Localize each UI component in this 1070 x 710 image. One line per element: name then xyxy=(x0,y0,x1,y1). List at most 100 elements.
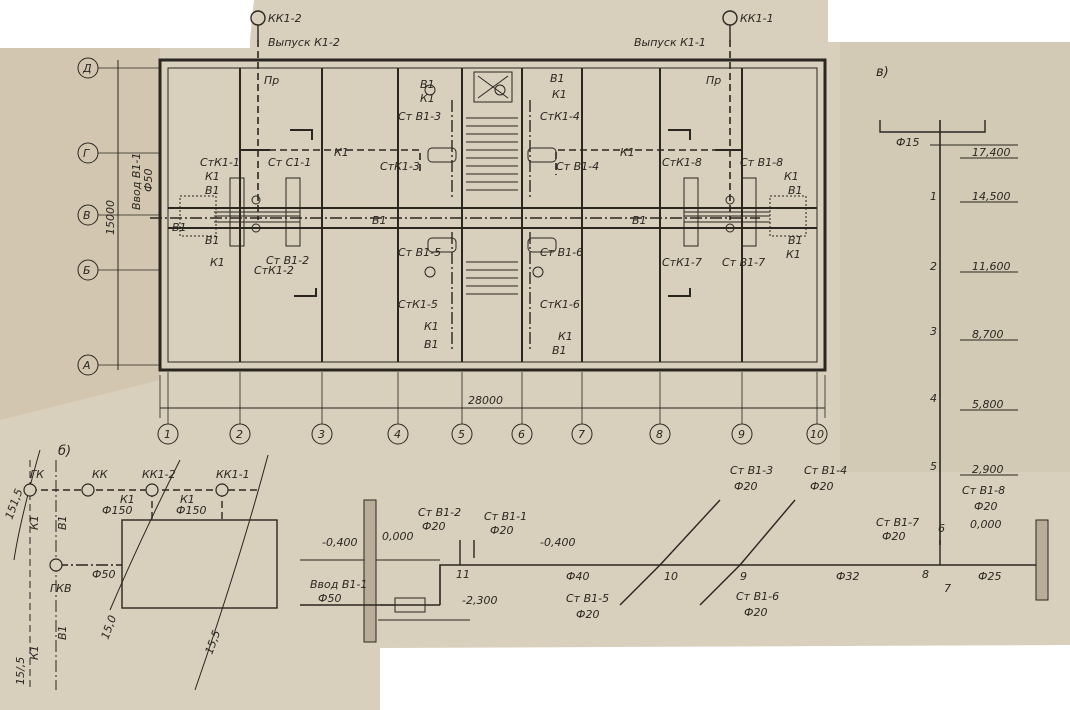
site-well-gkv xyxy=(49,558,63,572)
riser-stb1-2: Ст В1-2 xyxy=(266,254,309,267)
site-kk-label: КК xyxy=(92,468,109,481)
riser-floor-4: 4 xyxy=(930,392,937,405)
paper-shade xyxy=(0,48,160,420)
grid-bubble-col-2 xyxy=(229,423,251,445)
axon-stb1-6-dia: Ф20 xyxy=(744,606,767,619)
axonometry-labels: -0,400 0,000 -0,400 -2,300 Ввод В1-1 Ф50… xyxy=(310,464,1005,621)
grid-label-col-3: 3 xyxy=(318,428,325,441)
axon-stb1-5-dia: Ф20 xyxy=(576,608,599,621)
plan-tag-b1-b: В1 xyxy=(550,72,565,85)
well-kk1-2-label: КК1-2 xyxy=(268,12,302,25)
axon-node-6: 6 xyxy=(938,522,945,535)
riser-stk1-3: СтК1-3 xyxy=(380,160,420,173)
axon-elev-minus-0400-b: -0,400 xyxy=(540,536,575,549)
grid-bubble-col-3 xyxy=(311,423,333,445)
site-well-kk1-2 xyxy=(145,483,159,497)
plan-tag-k1-f: К1 xyxy=(786,248,801,261)
riser-stb1-3: Ст В1-3 xyxy=(398,110,441,123)
grid-bubble-col-1 xyxy=(157,423,179,445)
riser-labels: в) Ф15 17,400 14,500 11,600 8,700 5,800 … xyxy=(876,65,1011,476)
outer-wall-inner xyxy=(167,67,818,363)
water-axonometry xyxy=(300,499,1049,643)
riser-elev-8700: 8,700 xyxy=(972,328,1004,341)
grid-label-row-B: Б xyxy=(83,264,91,277)
riser-floor-2: 2 xyxy=(930,260,937,273)
plan-tag-k1-g: К1 xyxy=(424,320,439,333)
plan-tag-k1-a: К1 xyxy=(420,92,435,105)
axon-stb1-3-dia: Ф20 xyxy=(734,480,757,493)
riser-stb1-8: Ст В1-8 xyxy=(740,156,783,169)
plan-tag-k1-d: К1 xyxy=(210,256,225,269)
plan-tag-b1-a: В1 xyxy=(420,78,435,91)
plan-tag-b1-f: В1 xyxy=(788,234,803,247)
axon-node-7: 7 xyxy=(944,582,951,595)
axon-stb1-8: Ст В1-8 xyxy=(962,484,1005,497)
well-kk1-1-label: КК1-1 xyxy=(740,12,774,25)
riser-stb1-4: Ст В1-4 xyxy=(556,160,599,173)
water-lines xyxy=(150,100,760,350)
riser-stk1-4: СтК1-4 xyxy=(540,110,580,123)
site-side-label-2: 15/,5 xyxy=(14,657,27,685)
axon-stb1-4: Ст В1-4 xyxy=(804,464,847,477)
site-phi50: Ф50 xyxy=(92,568,115,581)
riser-stb1-5: Ст В1-5 xyxy=(398,246,441,259)
grid-label-row-V: В xyxy=(83,209,91,222)
site-kk1-2-label: КК1-2 xyxy=(142,468,176,481)
grid-bubble-row-V xyxy=(77,204,99,226)
axon-stb1-1: Ст В1-1 xyxy=(484,510,527,523)
riser-elev-11600: 11,600 xyxy=(972,260,1011,273)
dimension-height: 15000 xyxy=(104,200,117,235)
grid-bubble-row-G xyxy=(77,142,99,164)
riser-stk1-7: СтК1-7 xyxy=(662,256,702,269)
riser-stb1-7: Ст В1-7 xyxy=(722,256,765,269)
axon-phi40: Ф40 xyxy=(566,570,589,583)
grid-bubble-col-9 xyxy=(731,423,753,445)
grid-leaders xyxy=(98,67,818,424)
axon-node-9: 9 xyxy=(740,570,747,583)
riser-phi15: Ф15 xyxy=(896,136,919,149)
b1-label-right: В1 xyxy=(632,214,647,227)
axon-elev-zero-b: 0,000 xyxy=(970,518,1002,531)
plan-tag-b1-d: В1 xyxy=(205,234,220,247)
grid-bubble-col-7 xyxy=(571,423,593,445)
axon-stb1-1-dia: Ф20 xyxy=(490,524,513,537)
riser-elevation-marks xyxy=(960,157,1018,476)
axon-stb1-2-dia: Ф20 xyxy=(422,520,445,533)
riser-stk1-5: СтК1-5 xyxy=(398,298,438,311)
floor-plan xyxy=(77,10,828,445)
outlet-k1-1-label: Выпуск К1-1 xyxy=(634,36,706,49)
riser-stb1-1: Ст С1-1 xyxy=(268,156,311,169)
foundation-wall xyxy=(363,499,377,643)
axon-elev-minus-2300: -2,300 xyxy=(462,594,497,607)
grid-bubble-col-6 xyxy=(511,423,533,445)
riser-diagram xyxy=(879,120,1018,545)
axon-elev-minus-0400-a: -0,400 xyxy=(322,536,357,549)
pipe-bundles xyxy=(214,195,770,233)
grid-label-row-G: Г xyxy=(83,147,90,160)
axon-phi32: Ф32 xyxy=(836,570,859,583)
riser-floor-5: 5 xyxy=(930,460,937,473)
grid-bubble-row-B xyxy=(77,259,99,281)
riser-stb1-6: Ст В1-6 xyxy=(540,246,583,259)
axon-stb1-7-dia: Ф20 xyxy=(882,530,905,543)
riser-top-branch xyxy=(879,120,986,133)
axon-phi25: Ф25 xyxy=(978,570,1001,583)
site-k1-vert-b: К1 xyxy=(28,645,41,660)
grid-bubble-row-A xyxy=(77,354,99,376)
k1-label-right: К1 xyxy=(620,146,635,159)
grid-label-col-1: 1 xyxy=(164,428,171,441)
grid-label-col-5: 5 xyxy=(458,428,465,441)
site-k1-label-a: К1 xyxy=(120,493,135,506)
site-b1-vert-b: В1 xyxy=(56,625,69,640)
grid-bubble-row-D xyxy=(77,57,99,79)
riser-floor-3: 3 xyxy=(930,325,937,338)
riser-label: в) xyxy=(876,65,889,80)
axon-elev-zero-a: 0,000 xyxy=(382,530,414,543)
axon-node-10: 10 xyxy=(664,570,678,583)
axon-stb1-8-dia: Ф20 xyxy=(974,500,997,513)
grid-bubble-col-5 xyxy=(451,423,473,445)
plan-tag-k1-h: К1 xyxy=(558,330,573,343)
dimension-width: 28000 xyxy=(468,394,503,407)
